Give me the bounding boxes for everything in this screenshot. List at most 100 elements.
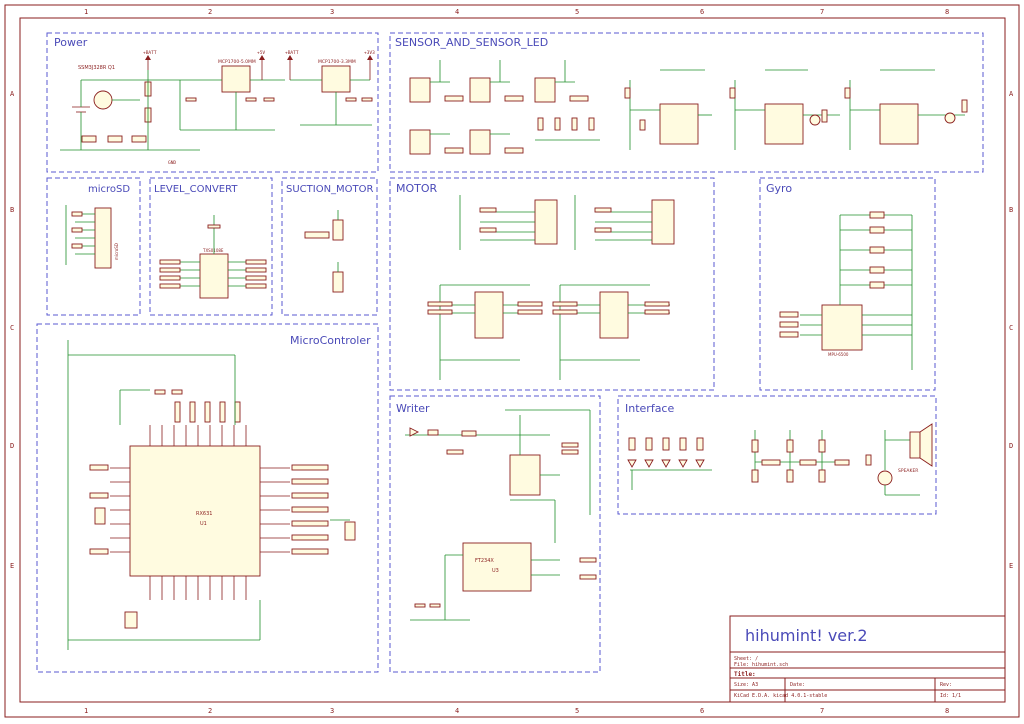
suction-motor-border (281, 177, 378, 316)
capacitor-icon (429, 603, 441, 608)
microcontroller-block: MicroControler RX631 U1 (36, 323, 379, 673)
row-label: E (1009, 562, 1013, 570)
motor-driver-encoder-right (651, 199, 675, 245)
microsd-block: microSD microSD (46, 177, 141, 316)
ldo-5v-regulator (221, 65, 251, 93)
sensor-block: SENSOR_AND_SENSOR_LED (389, 32, 984, 173)
interface-block-border (617, 395, 937, 515)
speaker-circuit: SPEAKER (865, 423, 933, 496)
3v3-symbol: +3V3 (364, 50, 375, 56)
col-label: 5 (575, 8, 579, 16)
title-field-label: Title: (734, 671, 756, 678)
batt-power-flag-2: +BATT (285, 50, 299, 80)
col-label: 1 (84, 8, 88, 16)
batt-symbol: +BATT (285, 50, 299, 56)
usb-uart-ref-label: U3 (492, 568, 499, 574)
photo-sensor-grid (409, 60, 589, 155)
ft234x-usb-uart (462, 542, 532, 592)
motor-block: MOTOR (389, 177, 715, 391)
level-ic-label: TXS0108E (202, 248, 224, 253)
capacitor-icon (263, 97, 275, 102)
gnd-symbol: GND (168, 160, 176, 166)
microcontroller-border (36, 323, 379, 673)
row-label: D (10, 442, 14, 450)
motor-block-title: MOTOR (396, 182, 438, 195)
interface-block-title: Interface (625, 402, 674, 415)
title-block: hihumint! ver.2 Sheet: / File: hihumint.… (729, 615, 1006, 703)
level-convert-border (149, 177, 273, 316)
resistor-bank (535, 117, 600, 141)
mcu-part-label: RX631 (196, 511, 212, 517)
speaker-transistor-icon (877, 470, 893, 486)
date-field: Date: (790, 682, 805, 688)
file-name: File: hihumint.sch (734, 662, 788, 668)
col-label: 7 (820, 707, 824, 715)
led-driver-3 (844, 69, 968, 150)
col-label: 2 (208, 8, 212, 16)
project-title: hihumint! ver.2 (745, 626, 868, 645)
gyro-block: Gyro MPU-6500 (759, 177, 936, 391)
col-label: 6 (700, 707, 704, 715)
sheet-id: Id: 1/1 (940, 693, 961, 699)
writer-block-border (389, 395, 601, 673)
row-label: C (1009, 324, 1013, 332)
motor-mosfet-icon (332, 219, 344, 241)
microsd-connector (94, 207, 112, 269)
motor-driver-left (474, 291, 504, 339)
sheet-name: Sheet: / (734, 656, 758, 662)
5v-symbol: +5V (257, 50, 265, 56)
mcu-pins (110, 425, 290, 600)
speaker-label: SPEAKER (898, 468, 918, 474)
row-label: E (10, 562, 14, 570)
push-switches (751, 430, 850, 483)
ldo-3v3-regulator (321, 65, 351, 93)
col-label: 5 (575, 707, 579, 715)
suction-motor-title: SUCTION_MOTOR (286, 184, 374, 195)
level-convert-title: LEVEL_CONVERT (154, 184, 238, 195)
col-label: 3 (330, 8, 334, 16)
capacitor-icon (345, 97, 357, 102)
level-shifter-ic (199, 253, 229, 299)
ldo-5v-label: MCP1700-5.0MM (218, 59, 256, 65)
column-labels-top: 1 2 3 4 5 6 7 8 (84, 8, 949, 16)
q1-label: SSM3J328R Q1 (78, 65, 115, 71)
capacitor-icon (245, 97, 257, 102)
5v-power-flag: +5V (257, 50, 265, 80)
fuse-icon (427, 429, 439, 436)
microsd-block-title: microSD (88, 184, 130, 195)
row-label: C (10, 324, 14, 332)
interface-block: Interface (617, 395, 937, 515)
microsd-block-border (46, 177, 141, 316)
diode-icon (409, 427, 420, 437)
microcontroller-title: MicroControler (290, 334, 371, 347)
rx631-mcu (129, 445, 261, 577)
col-label: 4 (455, 8, 459, 16)
reset-switch-icon (124, 611, 138, 629)
speaker-icon (909, 431, 921, 459)
batt-symbol: +BATT (143, 50, 157, 56)
gyro-ic (821, 304, 863, 351)
column-labels-bottom: 1 2 3 4 5 6 7 8 (84, 707, 949, 715)
row-labels-left: A B C D E (10, 90, 15, 570)
capacitor-icon (185, 97, 197, 102)
motor-connector-icon (332, 271, 344, 293)
outer-frame (4, 4, 1020, 718)
battery-icon (72, 80, 90, 150)
ldo-3v3-label: MCP1700-3.3MM (318, 59, 356, 65)
sensor-block-border (389, 32, 984, 173)
debug-connector-icon (344, 521, 356, 541)
col-label: 6 (700, 8, 704, 16)
batt-power-flag: +BATT (143, 50, 157, 70)
gyro-ic-label: MPU-6500 (828, 352, 849, 357)
3v3-power-flag: +3V3 (364, 50, 375, 80)
row-label: B (1009, 206, 1013, 214)
row-labels-right: A B C D E (1009, 90, 1014, 570)
ferrite-icon (461, 430, 477, 437)
row-label: A (1009, 90, 1014, 98)
led-driver-1 (624, 69, 712, 150)
capacitor-icon (414, 603, 426, 608)
col-label: 1 (84, 707, 88, 715)
transistor-q1-icon (93, 90, 113, 110)
sheet-size: Size: A3 (734, 682, 758, 688)
